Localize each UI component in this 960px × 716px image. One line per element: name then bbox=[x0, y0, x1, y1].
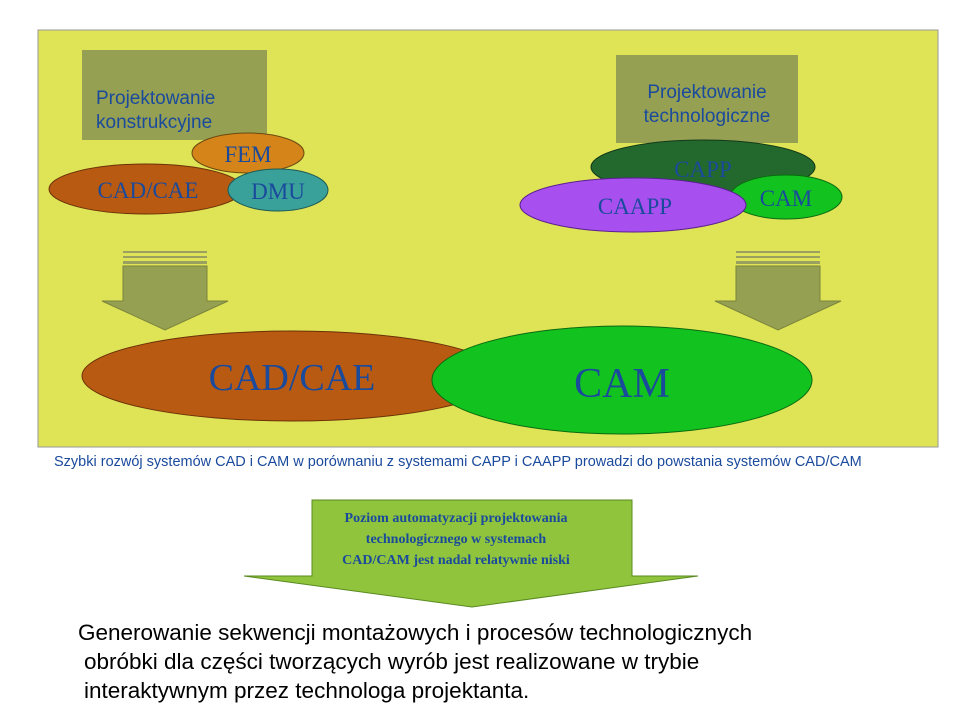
merged-cadcae-label: CAD/CAE bbox=[209, 357, 376, 399]
dmu-ellipse bbox=[227, 168, 329, 212]
footer-line-2: obróbki dla części tworzących wyrób jest… bbox=[84, 649, 700, 674]
left-down-arrow bbox=[101, 251, 229, 331]
left-title-line-1: Projektowanie bbox=[96, 88, 215, 109]
arrow-text-line-3: CAD/CAM jest nadal relatywnie niski bbox=[342, 553, 570, 568]
dmu-label: DMU bbox=[251, 179, 305, 204]
left-title-box bbox=[82, 50, 267, 140]
right-title-line-2: technologiczne bbox=[644, 106, 771, 127]
arrow-text-line-2: technologicznego w systemach bbox=[365, 532, 547, 547]
arrow-text-line-1: Poziom automatyzacji projektowania bbox=[344, 511, 568, 526]
merged-cam-ellipse bbox=[431, 325, 813, 435]
left-title-line-2: konstrukcyjne bbox=[96, 112, 212, 133]
footer-line-3: interaktywnym przez technologa projektan… bbox=[84, 678, 530, 703]
cadcae-label: CAD/CAE bbox=[98, 178, 199, 203]
green-down-arrow bbox=[243, 499, 699, 608]
arrow-text: Poziom automatyzacji projektowania techn… bbox=[288, 508, 624, 571]
right-title-box bbox=[616, 55, 798, 143]
caapp-ellipse bbox=[519, 177, 747, 233]
footer-text: Generowanie sekwencji montażowych i proc… bbox=[78, 618, 938, 705]
note-text: Szybki rozwój systemów CAD i CAM w porów… bbox=[54, 454, 862, 470]
capp-label: CAPP bbox=[674, 157, 732, 182]
cam-small-label: CAM bbox=[760, 186, 812, 211]
footer-line-1: Generowanie sekwencji montażowych i proc… bbox=[78, 620, 753, 645]
caapp-label: CAAPP bbox=[598, 194, 672, 219]
merged-cam-label: CAM bbox=[574, 361, 670, 407]
fem-label: FEM bbox=[224, 142, 271, 167]
right-down-arrow bbox=[714, 251, 842, 331]
right-title-line-1: Projektowanie bbox=[647, 82, 766, 103]
